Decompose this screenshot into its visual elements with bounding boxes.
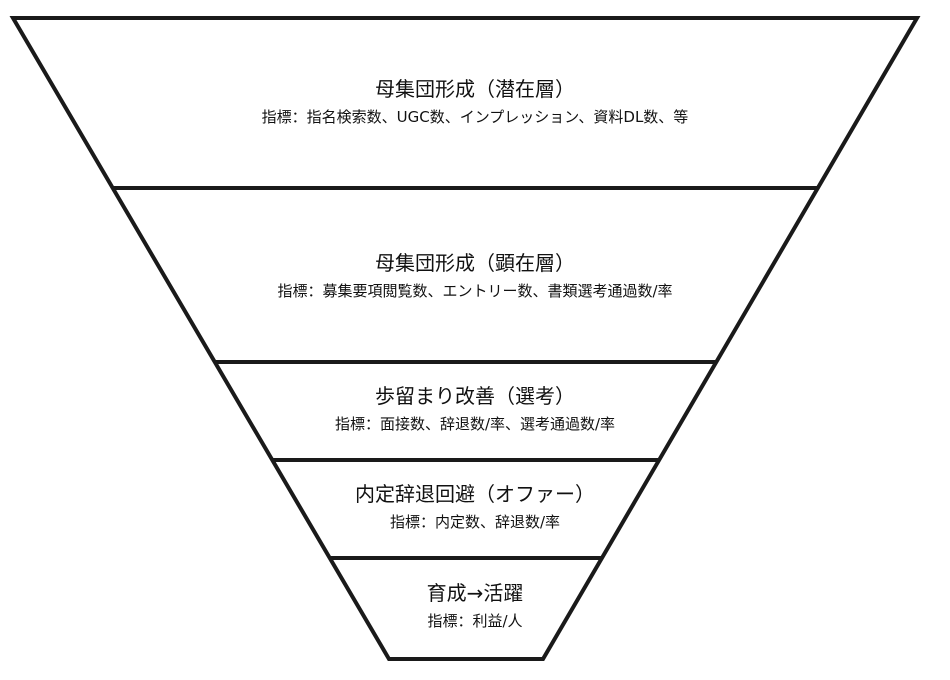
stage-metric: 指標：内定数、辞退数/率 — [389, 513, 561, 531]
funnel-stage-development: 育成→活躍 指標：利益/人 — [0, 580, 950, 632]
stage-title: 育成→活躍 — [426, 581, 524, 605]
stage-title: 母集団形成（潜在層） — [375, 77, 575, 101]
funnel-stage-latent: 母集団形成（潜在層） 指標：指名検索数、UGC数、インプレッション、資料DL数、… — [0, 76, 950, 128]
stage-metric: 指標：面接数、辞退数/率、選考通過数/率 — [334, 415, 616, 433]
stage-title: 内定辞退回避（オファー） — [355, 482, 595, 506]
funnel-outline — [9, 16, 921, 661]
stage-title: 母集団形成（顕在層） — [375, 251, 575, 275]
stage-metric: 指標：指名検索数、UGC数、インプレッション、資料DL数、等 — [261, 108, 689, 126]
stage-metric: 指標：募集要項閲覧数、エントリー数、書類選考通過数/率 — [277, 282, 673, 300]
stage-metric: 指標：利益/人 — [427, 612, 523, 630]
funnel-stage-active: 母集団形成（顕在層） 指標：募集要項閲覧数、エントリー数、書類選考通過数/率 — [0, 250, 950, 302]
funnel-stage-selection: 歩留まり改善（選考） 指標：面接数、辞退数/率、選考通過数/率 — [0, 383, 950, 435]
stage-title: 歩留まり改善（選考） — [375, 384, 575, 408]
funnel-stage-offer: 内定辞退回避（オファー） 指標：内定数、辞退数/率 — [0, 481, 950, 533]
